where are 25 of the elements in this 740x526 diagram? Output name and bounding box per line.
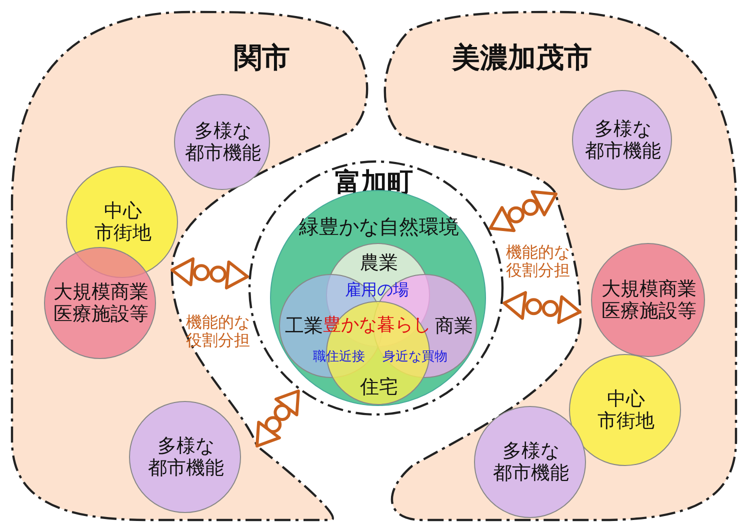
- exchange-arrow: [488, 190, 558, 232]
- function-label: 中心市街地: [598, 389, 654, 433]
- sector-label: 商業: [435, 316, 473, 338]
- exchange-arrow: [170, 257, 250, 290]
- function-label: 多様な都市機能: [493, 441, 569, 485]
- sector-label: 工業: [285, 316, 323, 338]
- overlap-label: 身近な買物: [382, 350, 448, 366]
- exchange-arrow: [502, 291, 582, 324]
- sector-label: 住宅: [360, 377, 398, 399]
- edge-label: 機能的な役割分担: [186, 314, 250, 350]
- function-label: 多様な都市機能: [185, 121, 261, 165]
- function-label: 中心市街地: [94, 201, 152, 245]
- function-label: 多様な都市機能: [585, 119, 661, 163]
- city-name: 関市: [234, 42, 290, 74]
- function-label: 多様な都市機能: [148, 436, 224, 480]
- overlap-label: 豊かな暮らし: [323, 316, 431, 336]
- function-label: 大規模商業医療施設等: [602, 279, 696, 323]
- function-label: 大規模商業医療施設等: [54, 282, 148, 326]
- overlap-label: 雇用の場: [345, 280, 409, 300]
- overlap-label: 職住近接: [313, 350, 365, 366]
- city-name: 美濃加茂市: [452, 42, 592, 74]
- exchange-arrow: [256, 390, 300, 448]
- edge-label: 機能的な役割分担: [506, 244, 570, 280]
- nature-label: 緑豊かな自然環境: [299, 216, 459, 238]
- sector-label: 農業: [360, 253, 398, 275]
